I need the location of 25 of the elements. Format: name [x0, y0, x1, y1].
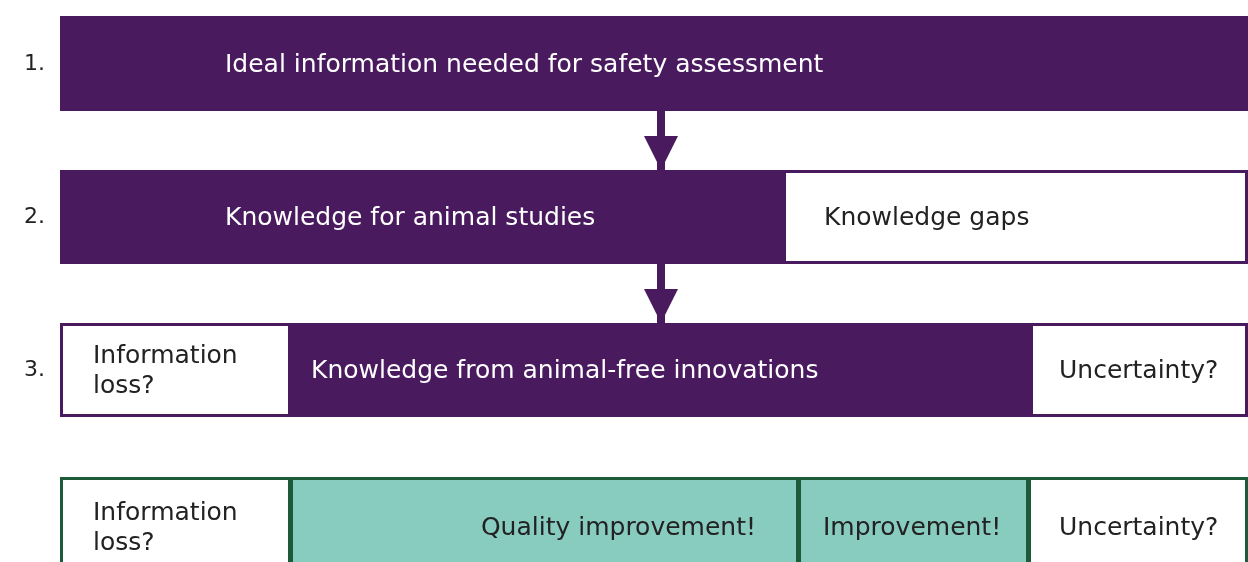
process-box	[60, 170, 784, 264]
box-label: Knowledge from animal-free innovations	[311, 355, 819, 385]
process-box	[783, 170, 1248, 264]
box-label: Quality improvement!	[480, 512, 756, 542]
process-box	[290, 477, 799, 562]
process-box	[798, 477, 1029, 562]
box-label: Information loss?	[93, 497, 239, 557]
step-number: 3.	[24, 356, 45, 381]
box-label: Uncertainty?	[1059, 512, 1219, 542]
process-box	[60, 477, 291, 562]
step-number: 1.	[24, 49, 45, 75]
box-label: Uncertainty?	[1059, 355, 1219, 385]
step-number: 2.	[24, 203, 45, 228]
process-box	[60, 16, 1248, 111]
box-label: Knowledge gaps	[824, 202, 1030, 232]
arrow	[644, 111, 678, 170]
process-box	[1030, 323, 1248, 417]
box-label: Ideal information needed for safety assessment	[225, 48, 824, 79]
arrow	[644, 264, 678, 323]
box-label: Knowledge for animal studies	[225, 202, 596, 232]
process-box	[290, 323, 1031, 417]
box-label: Information loss?	[93, 340, 239, 400]
box-label: Improvement!	[823, 512, 1002, 542]
process-box	[1028, 477, 1248, 562]
process-box	[60, 323, 291, 417]
